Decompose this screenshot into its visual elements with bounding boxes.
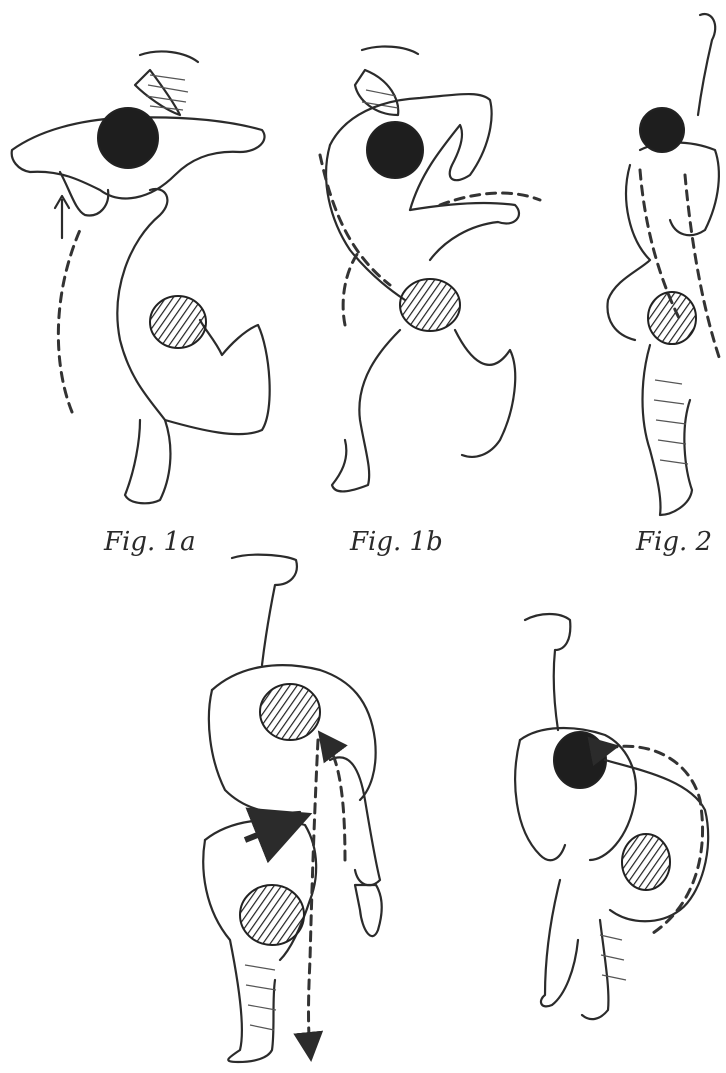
head-top-figure-1a [98,108,158,168]
figure-2-caption: Fig. 2 [636,527,712,557]
head-top-figure-4 [554,732,606,788]
figure-1a-caption: Fig. 1a [104,527,196,557]
figure-1b-drawing [320,47,540,492]
figure-1b-caption: Fig. 1b [350,527,443,557]
head-bottom-figure-1a [150,296,206,348]
figure-2-drawing [607,14,720,515]
figure-1a-drawing [12,51,270,503]
head-bottom-figure-3 [240,885,304,945]
head-bottom-figure-4 [622,834,670,890]
figure-4-drawing [515,614,708,1019]
head-bottom-figure-1b [400,279,460,331]
head-top-figure-1b [367,122,423,178]
head-top-figure-3 [260,684,320,740]
figure-3-drawing [203,555,381,1062]
head-top-figure-2 [640,108,684,152]
